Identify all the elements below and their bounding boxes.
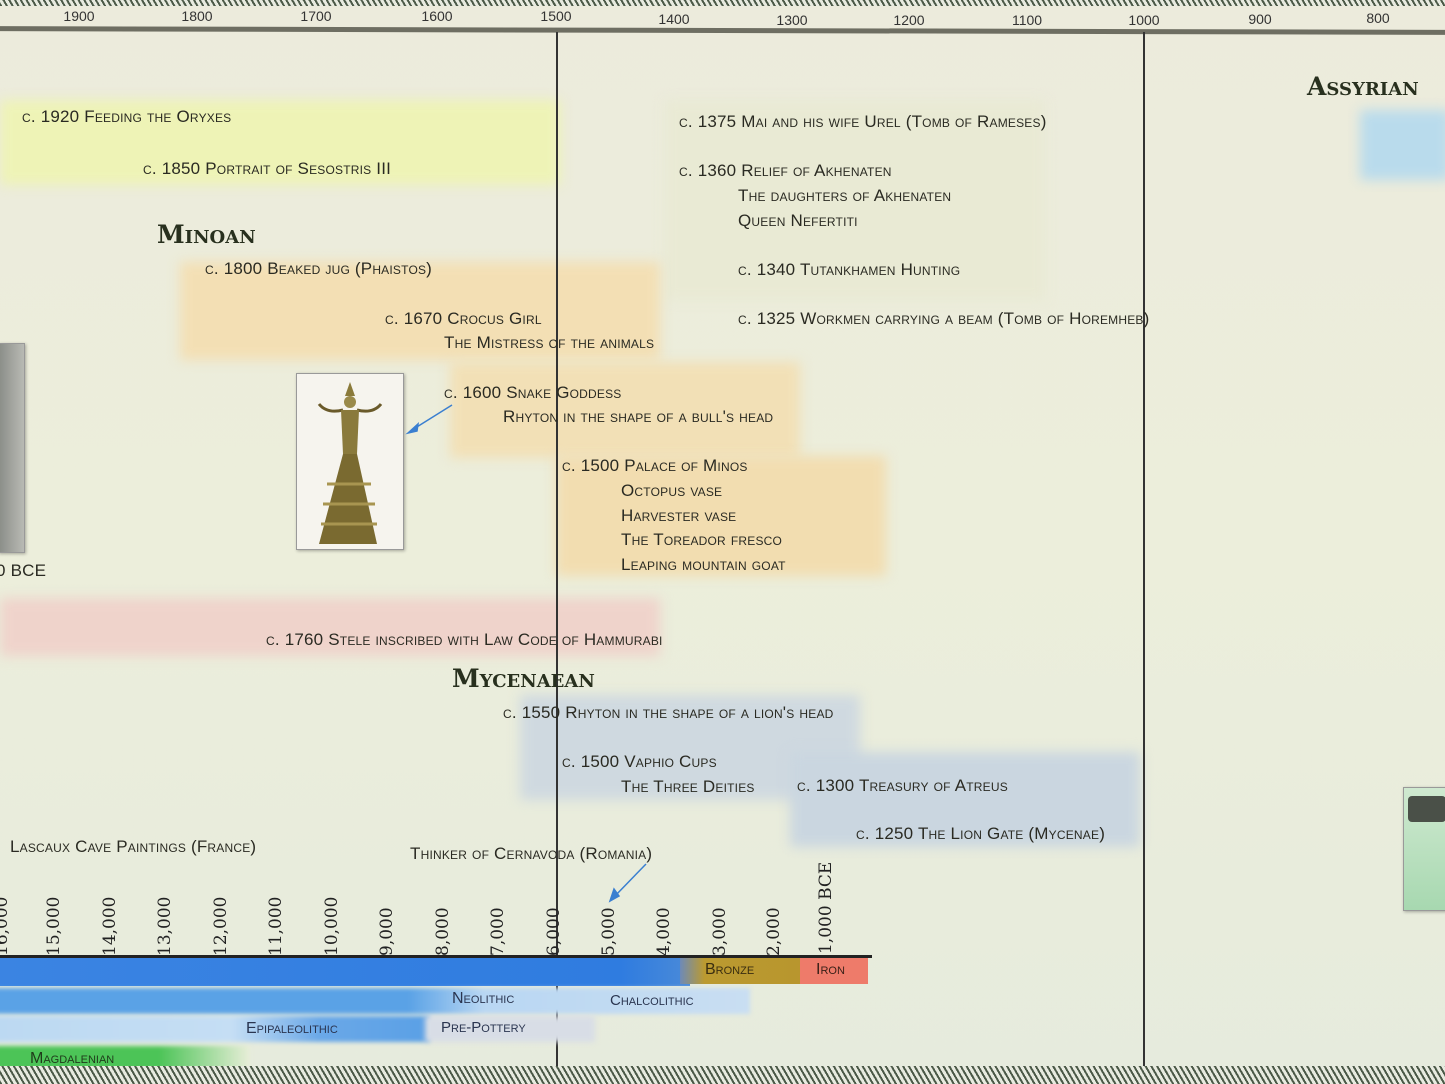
top-tick: 1300 (776, 12, 808, 28)
top-tick: 1100 (1011, 12, 1043, 28)
artwork-label: The Mistress of the animals (444, 333, 655, 352)
artwork-label: c. 1920 Feeding the Oryxes (22, 107, 232, 126)
pre-pottery-bar (425, 1016, 595, 1042)
mycenaean-band (790, 752, 1140, 847)
bottom-border-pattern (0, 1066, 1445, 1084)
heading-minoan: Minoan (157, 220, 256, 249)
bottom-tick: 15,000 (44, 896, 64, 956)
minoan-band (180, 262, 660, 360)
artwork-label: c. 1550 Rhyton in the shape of a lion's … (503, 703, 834, 722)
bottom-tick: 11,000 (266, 896, 286, 956)
artwork-label: c. 1340 Tutankhamen Hunting (738, 260, 961, 279)
artwork-label: Lascaux Cave Paintings (France) (10, 837, 257, 856)
arrow-snake-goddess-icon (411, 404, 453, 431)
iron-age-bar: Iron (800, 958, 868, 984)
bottom-axis-rule (0, 955, 872, 958)
magdalenian-label: Magdalenian (30, 1050, 115, 1067)
bottom-tick: 4,000 (654, 907, 674, 956)
top-border-pattern (0, 0, 1445, 6)
artwork-label: c. 1500 Palace of Minos (562, 456, 748, 475)
neolithic-label: Neolithic (452, 990, 515, 1007)
arrowhead-icon (608, 887, 621, 903)
bottom-tick: 12,000 (211, 896, 231, 956)
iron-label: Iron (816, 961, 845, 978)
assyrian-band (1360, 110, 1445, 180)
artwork-label: The Toreador fresco (621, 530, 783, 549)
bottom-tick: 14,000 (100, 896, 120, 956)
bronze-age-bar: Bronze (680, 958, 802, 984)
heading-mycenaean: Mycenaean (452, 664, 595, 693)
artwork-label: c. 1375 Mai and his wife Urel (Tomb of R… (679, 112, 1047, 131)
artwork-label: Thinker of Cernavoda (Romania) (410, 844, 653, 863)
bottom-tick: 6,000 (544, 907, 564, 956)
stone-age-bar (0, 958, 690, 986)
top-tick: 1200 (893, 12, 925, 28)
chalcolithic-label: Chalcolithic (610, 992, 694, 1009)
bottom-tick: 7,000 (488, 907, 508, 956)
bottom-tick: 16,000 (0, 896, 12, 956)
epipaleolithic-label: Epipaleolithic (246, 1020, 338, 1037)
snake-goddess-figure-icon (317, 382, 383, 544)
lion-gate-image-partial (1403, 787, 1445, 911)
bottom-tick: 8,000 (433, 907, 453, 956)
top-tick: 1900 (63, 8, 95, 24)
artwork-label: c. 1500 Vaphio Cups (562, 752, 717, 771)
artwork-label: Octopus vase (621, 481, 723, 500)
epipaleolithic-bar (0, 1016, 430, 1042)
top-tick: 1700 (300, 8, 332, 24)
bottom-tick: 5,000 (599, 907, 619, 956)
top-tick: 1800 (181, 8, 213, 24)
arrowhead-icon (405, 422, 420, 435)
artwork-label: Rhyton in the shape of a bull's head (503, 407, 774, 426)
statue-image-partial (0, 343, 25, 553)
bottom-tick: 2,000 (764, 907, 784, 956)
gridline-1000 (1143, 32, 1145, 1067)
artwork-label: c. 1325 Workmen carrying a beam (Tomb of… (738, 309, 1150, 328)
bottom-tick: 1,000 BCE (816, 861, 836, 954)
pre-pottery-label: Pre-Pottery (441, 1019, 526, 1036)
arrow-thinker-icon (613, 863, 647, 898)
artwork-label: Queen Nefertiti (738, 211, 858, 230)
artwork-label: The Three Deities (621, 777, 755, 796)
artwork-label: The daughters of Akhenaten (738, 186, 952, 205)
artwork-label: Leaping mountain goat (621, 555, 786, 574)
artwork-label: c. 1600 Snake Goddess (444, 383, 622, 402)
bottom-tick: 10,000 (322, 896, 342, 956)
snake-goddess-image (296, 373, 404, 550)
top-tick: 1500 (540, 8, 572, 24)
top-tick: 1400 (658, 11, 690, 27)
artwork-label: c. 1360 Relief of Akhenaten (679, 161, 892, 180)
partial-date-label: 0 BCE (0, 561, 47, 580)
top-tick: 1000 (1128, 12, 1160, 28)
bronze-label: Bronze (705, 961, 755, 978)
artwork-label: c. 1300 Treasury of Atreus (797, 776, 1008, 795)
artwork-label: c. 1760 Stele inscribed with Law Code of… (266, 630, 663, 649)
top-tick: 900 (1248, 11, 1272, 27)
artwork-label: c. 1850 Portrait of Sesostris III (143, 159, 392, 178)
neolithic-bar (0, 988, 750, 1014)
top-tick: 1600 (421, 8, 453, 24)
bottom-tick: 3,000 (710, 907, 730, 956)
bottom-tick: 13,000 (155, 896, 175, 956)
artwork-label: c. 1670 Crocus Girl (385, 309, 542, 328)
top-tick: 800 (1366, 10, 1390, 26)
artwork-label: c. 1250 The Lion Gate (Mycenae) (856, 824, 1106, 843)
egypt-band (0, 100, 560, 185)
artwork-label: c. 1800 Beaked jug (Phaistos) (205, 259, 433, 278)
bottom-tick: 9,000 (377, 907, 397, 956)
gridline-1500 (556, 32, 558, 1067)
egypt-band-right (665, 100, 1045, 300)
artwork-label: Harvester vase (621, 506, 737, 525)
heading-assyrian: Assyrian (1307, 72, 1419, 101)
minoan-band (556, 456, 886, 576)
minoan-band (450, 362, 800, 458)
mesopotamia-band (0, 598, 660, 656)
